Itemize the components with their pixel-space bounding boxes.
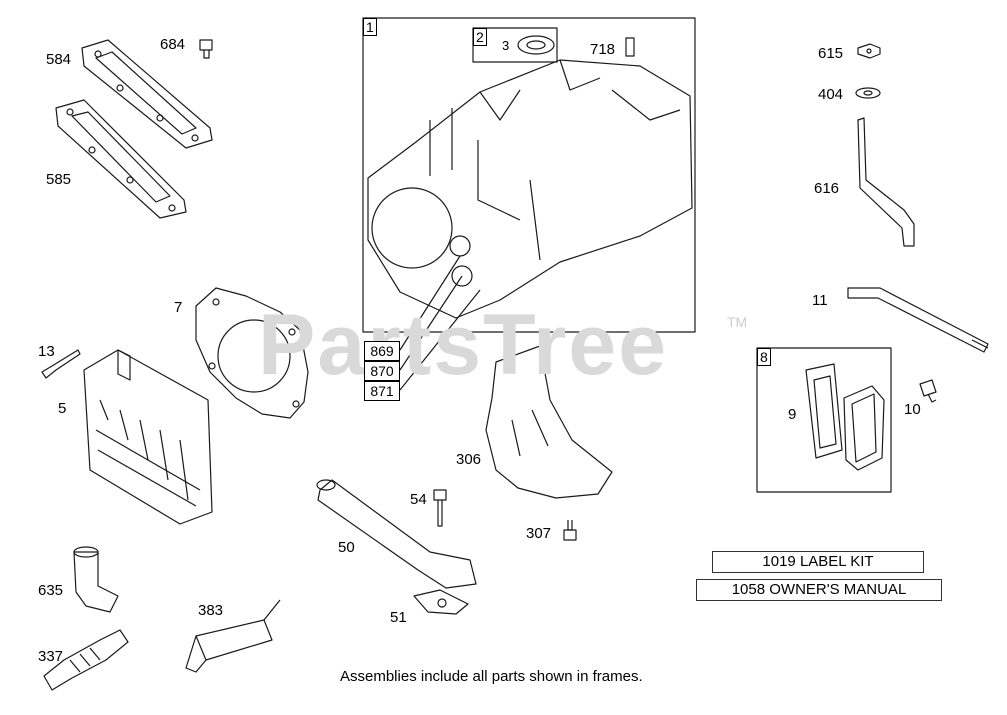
callout-616[interactable]: 616 [814,180,840,197]
kit-owners-manual[interactable]: 1058 OWNER'S MANUAL [696,579,942,601]
callout-718[interactable]: 718 [590,41,616,58]
screw-10-drawing [919,379,937,403]
bolt-13-drawing [41,349,81,379]
frame-label-1: 1 [363,18,377,36]
callout-684[interactable]: 684 [160,36,186,53]
callout-584[interactable]: 584 [46,51,72,68]
bolt-684-drawing [199,39,213,59]
callout-870[interactable]: 870 [364,361,400,381]
callout-3[interactable]: 3 [502,38,510,53]
callout-337[interactable]: 337 [38,648,64,665]
watermark-tm: TM [727,314,748,330]
callout-11[interactable]: 11 [812,292,828,309]
lever-616-drawing [857,117,915,247]
callout-404[interactable]: 404 [818,86,844,103]
callout-10[interactable]: 10 [904,401,921,418]
footer-note: Assemblies include all parts shown in fr… [340,668,643,685]
callout-307[interactable]: 307 [526,525,552,542]
gasket-9-drawing [805,363,843,459]
pin-718-drawing [625,37,635,57]
callout-869[interactable]: 869 [364,341,400,361]
shield-306-drawing [485,345,613,499]
spark-plug-337-drawing [43,629,129,691]
callout-54[interactable]: 54 [410,491,427,508]
spark-plug-boot-635-drawing [73,546,119,613]
frame-label-8: 8 [757,348,771,366]
callout-9[interactable]: 9 [788,406,797,423]
leader-lines-869-871 [399,255,481,391]
washer-404-drawing [855,87,881,99]
callout-5[interactable]: 5 [58,400,67,417]
callout-50[interactable]: 50 [338,539,355,556]
bolt-54-drawing [433,489,447,527]
crankcase-1-drawing [367,59,693,319]
ground-switch-383-drawing [185,599,281,673]
bolt-307-drawing [563,520,577,541]
dipstick-tube-50-drawing [316,479,477,589]
callout-7[interactable]: 7 [174,299,183,316]
callout-13[interactable]: 13 [38,343,55,360]
callout-585[interactable]: 585 [46,171,72,188]
oil-seal-3-drawing [517,35,555,55]
rod-11-drawing [847,287,989,353]
gasket-585-drawing [55,99,187,219]
frame-1-border [362,17,696,333]
watermark-text: PartsTree [258,297,669,393]
frame-8-border [756,347,892,493]
callout-615[interactable]: 615 [818,45,844,62]
kit-label-kit[interactable]: 1019 LABEL KIT [712,551,924,573]
callout-635[interactable]: 635 [38,582,64,599]
callout-383[interactable]: 383 [198,602,224,619]
callout-871[interactable]: 871 [364,381,400,401]
gasket-51-drawing [413,589,469,615]
callout-306[interactable]: 306 [456,451,482,468]
cylinder-head-5-drawing [83,349,213,525]
frame-label-2: 2 [473,28,487,46]
head-gasket-7-drawing [195,287,309,419]
breather-cover-drawing [843,385,885,471]
gasket-584-drawing [81,39,213,149]
callout-51[interactable]: 51 [390,609,407,626]
nut-615-drawing [857,43,881,59]
